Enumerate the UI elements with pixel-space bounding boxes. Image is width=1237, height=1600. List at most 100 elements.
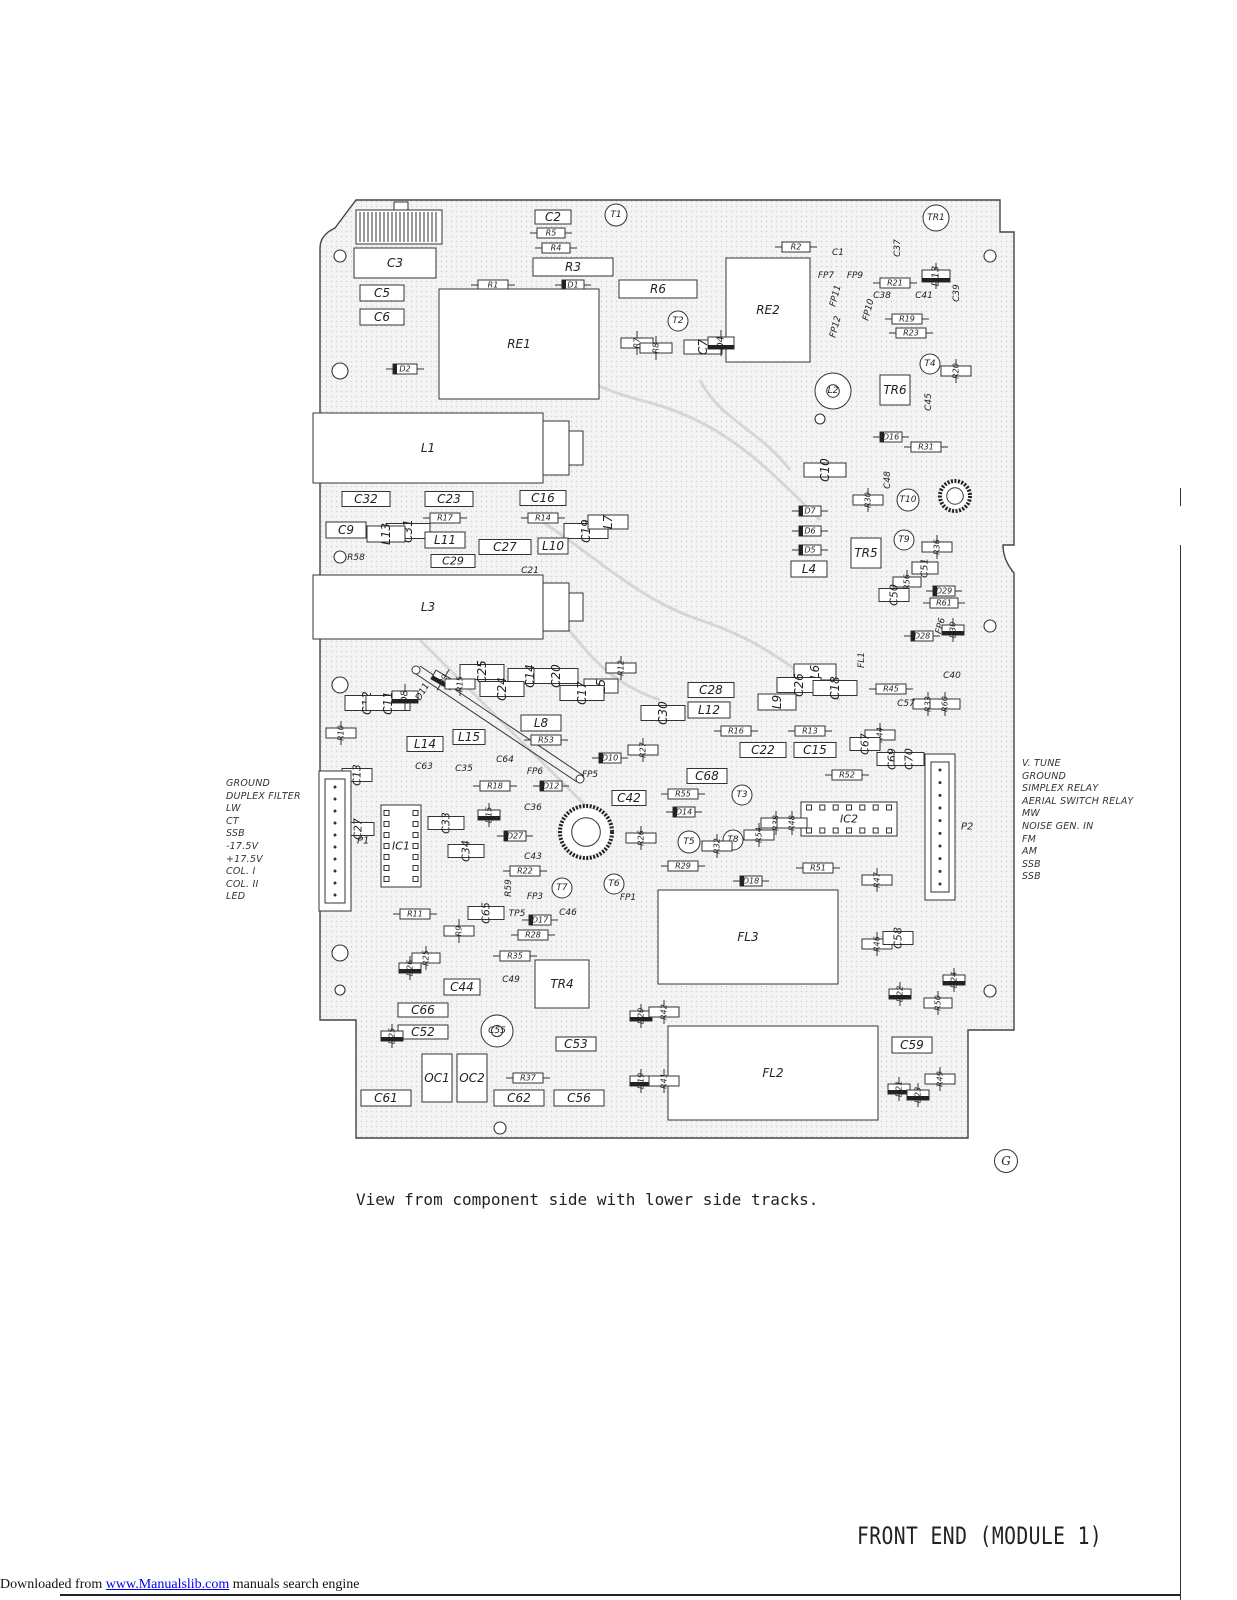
component-label: R36 (933, 539, 942, 555)
component-l9: L9 (757, 693, 797, 711)
board-tracks (418, 298, 841, 822)
component-oc1: OC1 (421, 1053, 453, 1103)
component-label: R7 (633, 337, 642, 349)
component-c65: C65 (467, 902, 505, 924)
component-label: R27 (639, 741, 648, 758)
component-c45: C45 (924, 393, 934, 411)
component-label: C35 (455, 764, 473, 774)
component-r3: R3 (532, 257, 614, 277)
component-c64: C64 (496, 755, 514, 765)
component-label: D14 (676, 808, 692, 817)
component-label: C28 (699, 683, 723, 697)
component-label: FL1 (857, 652, 867, 668)
component-label: C66 (411, 1003, 435, 1017)
component-c50: C50 (878, 584, 910, 606)
component-d17: D17 (522, 914, 558, 926)
component-label: R47 (873, 871, 882, 888)
component-label: R11 (407, 910, 423, 919)
heatsink-fins (355, 201, 443, 245)
component-c28: C28 (687, 682, 735, 698)
component-label: FP3 (527, 892, 544, 902)
component-c29: C29 (430, 554, 476, 568)
component-r37: R37 (506, 1072, 550, 1084)
component-t3: T3 (731, 784, 753, 806)
component-t5: T5 (677, 830, 701, 854)
component-label: TR6 (883, 383, 907, 397)
manualslib-link[interactable]: www.Manualslib.com (105, 1577, 230, 1592)
component-label: R49 (936, 1071, 945, 1087)
component-label: D25 (388, 1028, 397, 1044)
component-c48: C48 (883, 471, 893, 489)
component-label: D17 (532, 916, 549, 925)
component-r14: R14 (521, 512, 565, 524)
component-label: FP5 (582, 770, 599, 780)
component-c58: C58 (882, 927, 914, 949)
component-c43: C43 (524, 852, 542, 862)
component-p1: P1 (318, 770, 369, 912)
connector-pin-label: V. TUNE (1022, 758, 1061, 769)
component-fl2: FL2 (667, 1025, 879, 1121)
connector-pin-label: SIMPLEX RELAY (1022, 783, 1099, 795)
component-d15: D15 (477, 803, 501, 827)
component-label: C21 (521, 566, 539, 576)
component-d6: D6 (792, 525, 828, 537)
component-label: D16 (883, 433, 899, 442)
component-r61: R61 (923, 597, 965, 609)
component-p2: P2 (924, 753, 973, 901)
component-c66: C66 (397, 1002, 449, 1018)
component-label: D23 (914, 1087, 923, 1103)
component-label: C3 (387, 256, 403, 270)
component-fp9: FP9 (847, 271, 864, 281)
component-l2: L2 (814, 372, 852, 410)
component-label: C34 (460, 840, 473, 862)
component-l4: L4 (790, 560, 828, 578)
connector-pin-label: LW (226, 803, 241, 815)
component-fl1: FL1 (857, 652, 867, 668)
component-label: D2 (399, 365, 410, 374)
component-t7: T7 (551, 877, 573, 899)
component-d23: D23 (906, 1083, 930, 1107)
component-label: FP6 (527, 767, 544, 777)
component-label: R20 (952, 363, 961, 379)
component-t6: T6 (603, 873, 625, 895)
component-oc2: OC2 (456, 1053, 488, 1103)
component-c44: C44 (443, 978, 481, 996)
component-label: R38 (772, 815, 781, 831)
component-label: R60 (941, 696, 950, 712)
component-label: C16 (531, 491, 555, 505)
component-c10: C10 (803, 458, 847, 482)
component-label: TP5 (509, 909, 526, 919)
connector-pin-label: GROUND (1022, 770, 1067, 782)
component-label: R48 (788, 815, 797, 831)
component-c53: C53 (555, 1036, 597, 1052)
connector-pin-label: AM (1022, 846, 1038, 858)
component-c23: C23 (424, 491, 474, 507)
component-r19: R19 (885, 313, 929, 325)
component-l1: L1 (312, 412, 584, 484)
component-tr3 (938, 479, 972, 513)
component-tr6: TR6 (879, 374, 911, 406)
connector-pin-label: COL. I (226, 866, 256, 878)
component-c42: C42 (611, 790, 647, 806)
component-label: D7 (804, 507, 816, 516)
component-r32: R32 (701, 834, 733, 858)
component-label: C55 (488, 1026, 506, 1036)
component-c9: C9 (325, 521, 367, 539)
component-d13: D13 (921, 263, 951, 289)
component-label: IC2 (840, 813, 858, 826)
footer-prefix: Downloaded from (0, 1577, 106, 1592)
component-label: OC1 (424, 1071, 449, 1085)
component-label: R3 (565, 260, 581, 274)
component-label: T1 (610, 210, 621, 220)
component-label: C52 (411, 1025, 435, 1039)
component-label: T4 (924, 359, 935, 369)
component-label: C37 (893, 239, 903, 257)
component-t10: T10 (896, 488, 920, 512)
component-label: L1 (421, 441, 435, 455)
component-label: FL3 (737, 930, 758, 944)
component-label: C10 (818, 458, 832, 482)
page-bottom-rule (60, 1594, 1180, 1596)
component-l12: L12 (687, 701, 731, 719)
component-tr1: TR1 (922, 204, 950, 232)
component-label: L15 (458, 730, 480, 744)
